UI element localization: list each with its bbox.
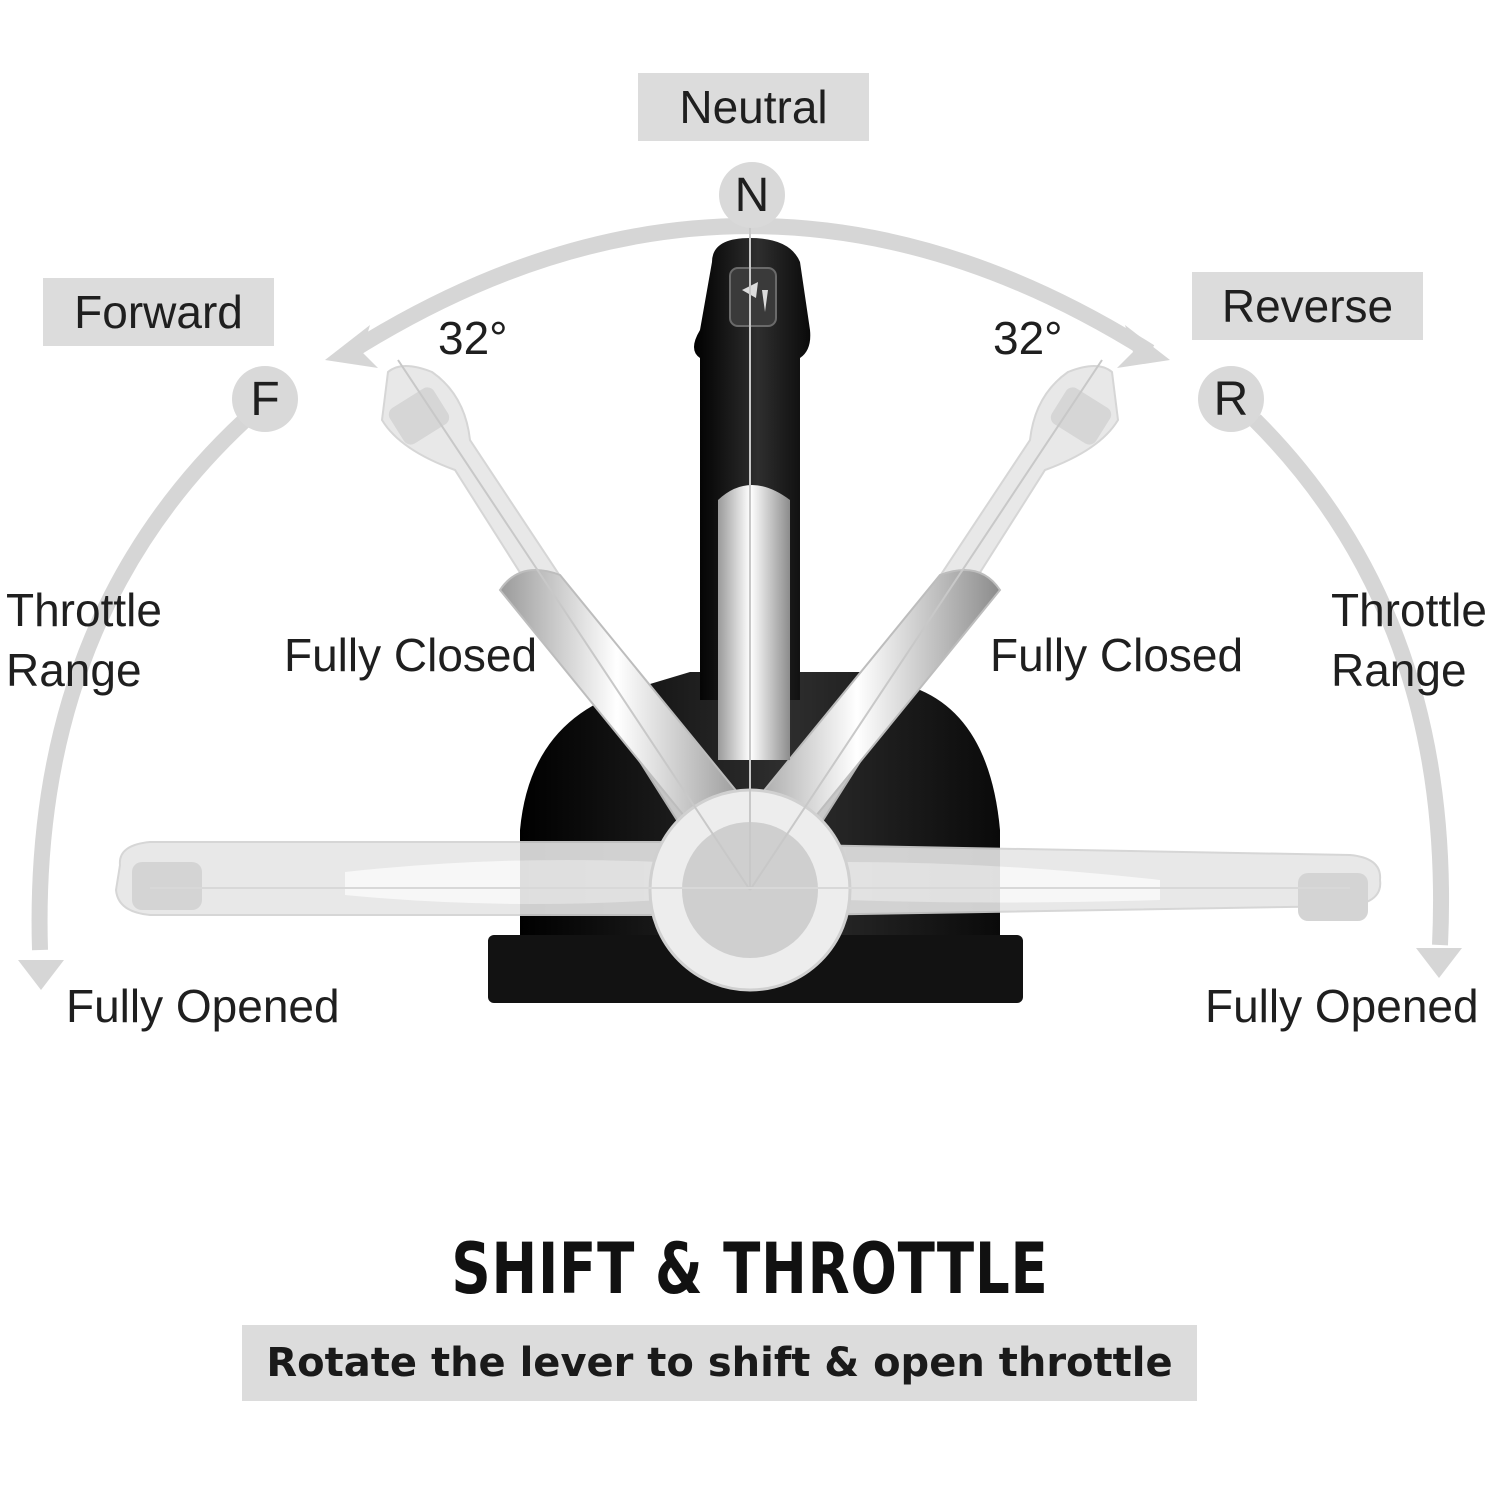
reverse-label: Reverse [1192, 272, 1423, 340]
forward-fully-opened: Fully Opened [66, 980, 340, 1032]
forward-label: Forward [43, 278, 274, 346]
forward-angle: 32° [438, 312, 508, 364]
forward-badge: F [232, 366, 298, 432]
diagram-subtitle: Rotate the lever to shift & open throttl… [242, 1325, 1197, 1401]
reverse-throttle-range-line2: Range [1331, 644, 1467, 696]
reverse-throttle-range-line1: Throttle [1331, 584, 1487, 636]
diagram-title: SHIFT & THROTTLE [451, 1228, 1049, 1310]
arrow-icon [1416, 948, 1462, 978]
reverse-angle: 32° [993, 312, 1063, 364]
arrow-icon [1117, 325, 1170, 368]
throttle-arc-forward [31, 414, 251, 951]
chrome-arm-left [498, 569, 762, 862]
forward-fully-closed: Fully Closed [284, 629, 538, 681]
reverse-fully-closed: Fully Closed [990, 629, 1244, 681]
arrow-icon [325, 325, 378, 368]
throttle-arc-reverse [1249, 414, 1450, 946]
forward-throttle-range-line1: Throttle [6, 584, 162, 636]
shift-throttle-control-icon [729, 267, 777, 327]
neutral-label: Neutral [638, 73, 869, 141]
reverse-badge: R [1198, 366, 1264, 432]
chrome-arm-right [738, 569, 1002, 862]
neutral-badge: N [719, 162, 785, 228]
main-lever-neutral [694, 238, 811, 760]
forward-axis-line [397, 359, 751, 891]
reverse-axis-line [749, 359, 1103, 891]
forward-throttle-range-line2: Range [6, 644, 142, 696]
ghost-lever-horizontal [114, 841, 1382, 921]
arrow-icon [18, 960, 64, 990]
reverse-fully-opened: Fully Opened [1205, 980, 1479, 1032]
